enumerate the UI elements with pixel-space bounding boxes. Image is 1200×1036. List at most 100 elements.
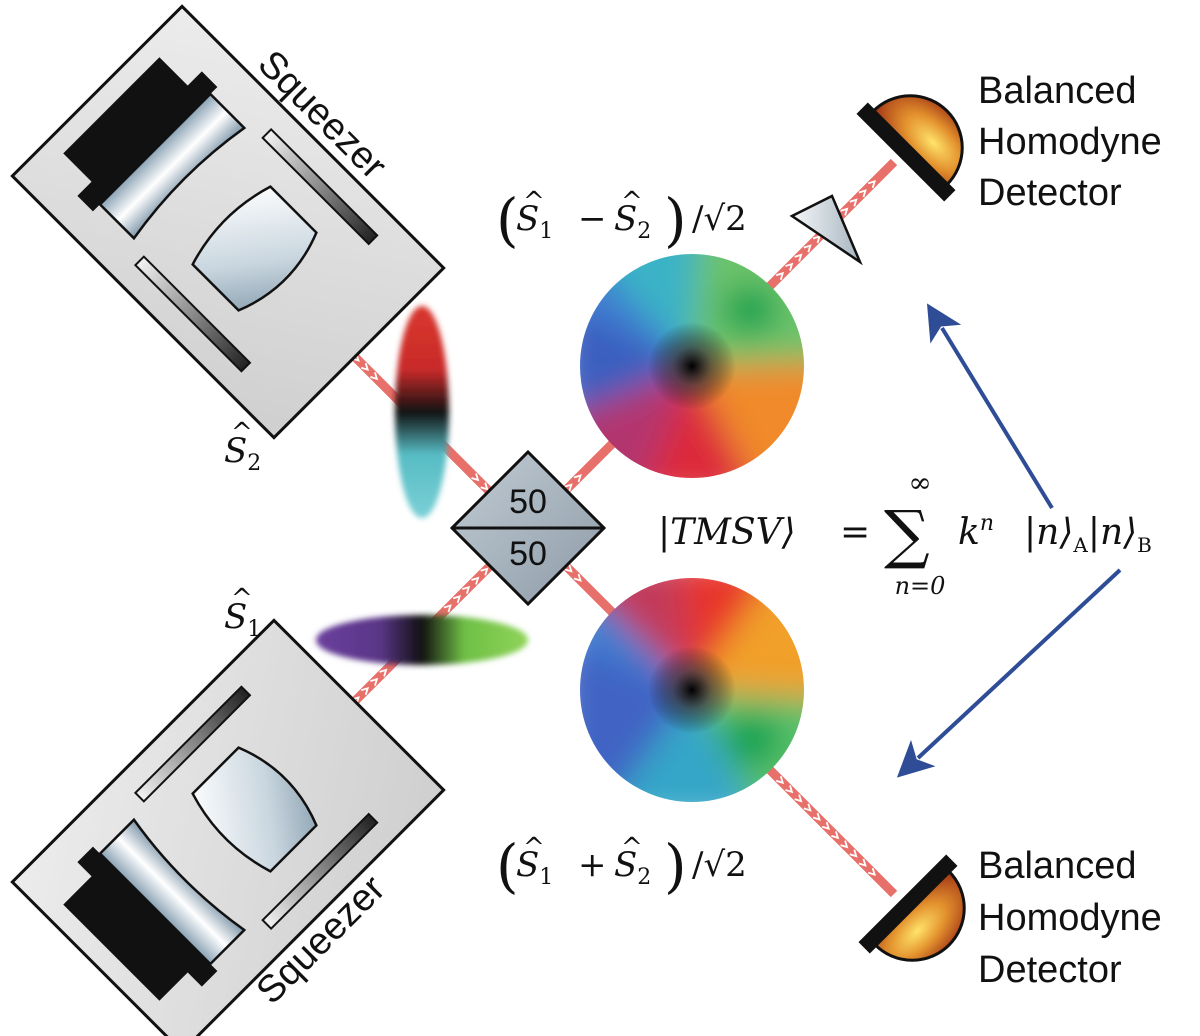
mode-label-s1: S1 ^ [224,584,261,642]
tmsv-ket-b: |n⟩ [1088,512,1137,553]
detector-top-dome [871,94,964,187]
tmsv-equation: |TMSV⟩ = ∑ ∞ n=0 kn |n⟩A|n⟩B [658,466,1152,600]
arrow-to-bottom-detector [896,568,1122,778]
beam-chevron [849,849,858,858]
squeezer-top [10,4,446,440]
output-minus-tail: /√2 [692,199,747,239]
detector-top-label-line3: Detector [978,172,1122,214]
squeezed-state-s2 [395,306,449,518]
tmsv-sub-a: A [1072,533,1088,557]
output-label-minus: ( S1 ^ − S2 ^ ) /√2 [496,186,747,254]
squeezer-bottom-crystal [191,746,318,873]
squeezer-bottom-curved-mirror [98,817,247,966]
squeezer-bottom-plate-lower [261,812,379,931]
output-plus-op: + [578,845,607,885]
beam-chevron [794,794,803,803]
output-minus-hat-b: ^ [621,187,643,217]
beam-chevron [360,686,370,696]
output-plus-hat-a: ^ [523,833,545,863]
tmsv-lhs: |TMSV⟩ [658,512,796,553]
tmsv-sub-b: B [1137,533,1152,557]
detector-bottom-dome [873,869,966,962]
beam-chevron [480,482,489,491]
mode-s1-hat: ^ [231,584,253,614]
squeezer-bottom-mount-bar [77,846,218,987]
beam-chevron [849,198,858,207]
beam-splitter-bottom-ratio: 50 [509,535,547,573]
beam-chevron [443,604,452,613]
beam-chevron [812,235,821,244]
svg-text:S2: S2 [224,431,261,476]
squeezer-top-crystal [191,185,318,312]
beam-chevron [370,372,379,381]
squeezed-state-s1 [316,615,528,665]
detector-top-label-line1: Balanced [978,70,1136,112]
detector-top-label-line2: Homodyne [978,121,1162,163]
beam-chevron [564,564,573,573]
beam-chevron [867,867,877,877]
detector-bottom-label-line1: Balanced [978,845,1136,887]
beam-chevron [480,567,489,576]
beam-splitter: 50 50 [449,449,607,607]
beam-chevron [812,812,821,821]
beam-chevron [867,179,877,189]
squeezer-top-mount [63,57,197,191]
output-minus-op: − [578,199,607,239]
mode-s2-sub: 2 [247,451,261,476]
tmsv-ket-a: |n⟩ [1024,512,1073,553]
beam-chevron [471,473,480,482]
beam-chevron [803,803,812,812]
svg-text:kn: kn [958,511,994,553]
output-plus-paren-open: ( [496,832,519,900]
detector-top-label: Balanced Homodyne Detector [978,70,1162,214]
detector-bottom [858,854,966,962]
beam-chevron [462,585,471,594]
beam-chevron [821,821,831,831]
svg-text:|n⟩A|n⟩B: |n⟩A|n⟩B [1024,512,1152,557]
beam-chevron [831,831,840,840]
detector-top-plate [856,102,956,202]
mode-s2-letter: S [224,431,247,471]
tmsv-sum-lower: n=0 [895,572,946,600]
beam-chevron [794,253,803,262]
beam-chevron [564,483,573,492]
squeezer-top-curved-mirror [98,92,247,241]
beam-chevron [379,668,388,677]
mode-label-s2: S2 ^ [224,418,261,476]
beam-chevron [775,775,785,785]
svg-text:S1: S1 [224,597,261,642]
output-minus-paren-close: ) [664,186,687,254]
wedge-prism [789,194,863,266]
squeezer-bottom-mount [63,867,197,1001]
output-plus-sub-a: 1 [539,865,553,890]
squeezer-top-mount-bar [77,71,218,212]
detector-bottom-label-line3: Detector [978,949,1122,991]
output-plus-hat-b: ^ [621,833,643,863]
beam-chevron [452,595,461,604]
beam-chevron [858,858,867,867]
beam-chevron [360,362,370,372]
beam-chevron [803,244,812,253]
squeezer-bottom [10,618,446,1036]
beam-chevron [785,262,794,271]
squeezer-bottom-plate-upper [133,685,252,803]
tmsv-equals: = [840,512,870,553]
beam-splitter-top-ratio: 50 [509,483,547,521]
beam-chevron [471,576,480,585]
mode-s1-letter: S [224,597,247,637]
tmsv-term: k [958,512,980,553]
squeezer-top-plate-lower [133,255,252,373]
output-minus-paren-open: ( [496,186,519,254]
beam-chevron [840,840,849,849]
output-plus-tail: /√2 [692,845,747,885]
output-plus-paren-close: ) [664,832,687,900]
beam-chevron [370,677,379,686]
detector-top [856,94,964,202]
tmsv-term-exp: n [980,511,994,536]
output-plus-sub-b: 2 [637,865,651,890]
beam-chevron [785,785,794,794]
output-minus-sub-a: 1 [539,219,553,244]
beam-chevron [840,207,849,216]
detector-bottom-label-line2: Homodyne [978,897,1162,939]
